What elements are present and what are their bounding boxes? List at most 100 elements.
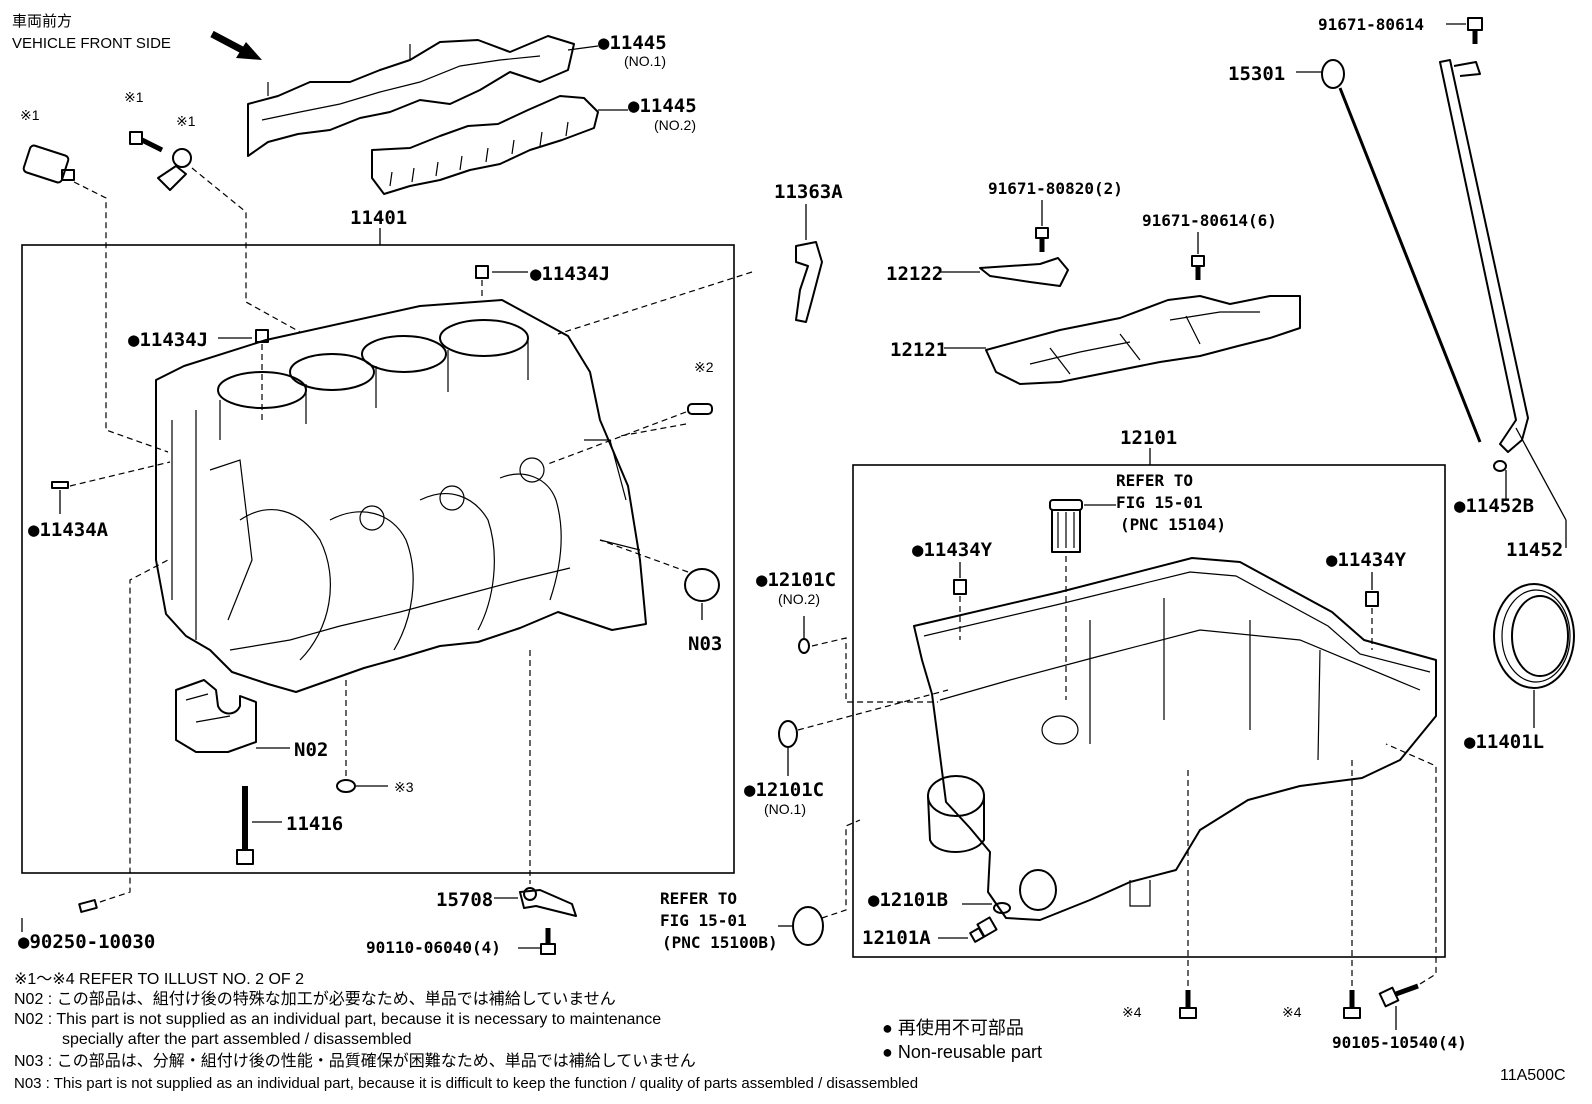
label-refer-b1: REFER TO — [660, 889, 737, 908]
label-90110-06040: 90110-06040(4) — [366, 938, 501, 957]
bolt-ref4-right[interactable] — [1343, 990, 1361, 1019]
dipstick-15301[interactable] — [1321, 59, 1482, 443]
oil-strainer-ref[interactable] — [1049, 499, 1083, 553]
bolt-11416[interactable] — [236, 786, 254, 865]
label-11445-no1-sub: (NO.1) — [624, 53, 666, 69]
note-line-1: ※1～※4 REFER TO ILLUST NO. 2 OF 2 — [14, 971, 304, 988]
o-ring-12101c-no1[interactable] — [778, 720, 798, 748]
oil-level-guide-11452[interactable] — [1439, 59, 1529, 453]
label-91671-80614: 91671-80614 — [1318, 15, 1424, 34]
label-11434a: ●11434A — [28, 519, 109, 541]
insulator-11445-no1[interactable] — [247, 35, 575, 157]
label-12101c-no2: ●12101C — [756, 569, 836, 591]
label-n03: N03 — [688, 633, 722, 655]
bracket-ref1[interactable] — [157, 148, 192, 191]
plug-11434y-right[interactable] — [1365, 591, 1379, 607]
label-ref1-c: ※1 — [20, 107, 40, 123]
bolt-90110-06040[interactable] — [540, 928, 556, 955]
label-11445-no2: ●11445 — [628, 95, 697, 117]
gasket-ref-15100b[interactable] — [792, 906, 824, 946]
label-ref1-b: ※1 — [176, 113, 196, 129]
label-12101c-no2-sub: (NO.2) — [778, 591, 820, 607]
o-ring-12101c-no2[interactable] — [798, 638, 810, 654]
label-12101c-no1: ●12101C — [744, 779, 824, 801]
dowel-ref2[interactable] — [687, 403, 713, 415]
label-11445-no2-sub: (NO.2) — [654, 117, 696, 133]
label-11416: 11416 — [286, 813, 343, 835]
label-11434j-left: ●11434J — [128, 329, 208, 351]
note-line-4: specially after the part assembled / dis… — [62, 1031, 412, 1048]
bolt-91671-80614[interactable] — [1467, 17, 1483, 44]
label-n02: N02 — [294, 739, 328, 761]
label-11401: 11401 — [350, 207, 407, 229]
label-refer-a3: (PNC 15104) — [1120, 515, 1226, 534]
label-90105-10540: 90105-10540(4) — [1332, 1033, 1467, 1052]
label-11363a: 11363A — [774, 181, 843, 203]
cylinder-block-11401[interactable] — [155, 299, 647, 693]
plug-11434j-top[interactable] — [475, 265, 489, 279]
label-12101b: ●12101B — [868, 889, 948, 911]
oil-seal-11401l[interactable] — [1493, 583, 1575, 689]
bracket-12122[interactable] — [979, 257, 1069, 287]
label-15708: 15708 — [436, 889, 493, 911]
label-90250-10030: ●90250-10030 — [18, 931, 155, 953]
pin-90250-10030[interactable] — [78, 899, 98, 913]
note-line-5: N03 : この部品は、分解・組付け後の性能・品質確保が困難なため、単品では補給… — [14, 1052, 696, 1070]
front-direction-arrow-icon — [210, 30, 262, 60]
label-11445-no1: ●11445 — [598, 32, 667, 54]
oil-pan-12101[interactable] — [913, 557, 1437, 921]
bolt-90105-10540[interactable] — [1378, 983, 1419, 1008]
note-line-6: N03 : This part is not supplied as an in… — [14, 1075, 918, 1092]
front-side-en: VEHICLE FRONT SIDE — [12, 35, 171, 52]
label-12101a: 12101A — [862, 927, 931, 949]
diagram-id: 11A500C — [1500, 1067, 1566, 1084]
bolt-91671-80820[interactable] — [1035, 227, 1049, 252]
label-refer-b2: FIG 15-01 — [660, 911, 747, 930]
bolt-91671-80614-6[interactable] — [1191, 255, 1205, 280]
cylinder-block-frame — [21, 244, 735, 874]
note-line-2: N02 : この部品は、組付け後の特殊な加工が必要なため、単品では補給していませ… — [14, 990, 616, 1008]
o-ring-11452b[interactable] — [1493, 460, 1507, 472]
bracket-11363a[interactable] — [795, 241, 823, 323]
plug-11434j-left[interactable] — [255, 329, 269, 343]
bolt-ref1[interactable] — [129, 131, 164, 153]
nut-ref3[interactable] — [336, 779, 356, 793]
label-12101: 12101 — [1120, 427, 1177, 449]
label-11401l: ●11401L — [1464, 731, 1544, 753]
label-15301: 15301 — [1228, 63, 1285, 85]
label-12101c-no1-sub: (NO.1) — [764, 801, 806, 817]
plug-11434y-left[interactable] — [953, 579, 967, 595]
label-11434y-right: ●11434Y — [1326, 549, 1407, 571]
label-11434y-left: ●11434Y — [912, 539, 993, 561]
bolt-ref4-left[interactable] — [1179, 990, 1197, 1019]
sensor-ref1[interactable] — [22, 144, 75, 184]
label-11452: 11452 — [1506, 539, 1563, 561]
label-91671-80614-6: 91671-80614(6) — [1142, 211, 1277, 230]
label-refer-a1: REFER TO — [1116, 471, 1193, 490]
legend-en: ● Non-reusable part — [882, 1042, 1042, 1062]
pin-11434a[interactable] — [51, 481, 69, 489]
legend-jp: ● 再使用不可部品 — [882, 1018, 1024, 1038]
oil-pan-frame — [852, 464, 1446, 958]
bearing-cap-n02[interactable] — [175, 679, 257, 753]
label-refer-b3: (PNC 15100B) — [662, 933, 778, 952]
plug-n03[interactable] — [684, 568, 720, 602]
drain-plug-12101a[interactable] — [969, 916, 998, 943]
label-ref1-a: ※1 — [124, 89, 144, 105]
label-11434j-top: ●11434J — [530, 263, 610, 285]
label-ref4-right: ※4 — [1282, 1004, 1302, 1020]
label-ref3: ※3 — [394, 779, 414, 795]
label-12122: 12122 — [886, 263, 943, 285]
note-line-3: N02 : This part is not supplied as an in… — [14, 1011, 661, 1028]
gasket-12101b[interactable] — [993, 902, 1011, 914]
baffle-plate-12121[interactable] — [985, 295, 1301, 385]
label-12121: 12121 — [890, 339, 947, 361]
label-ref4-left: ※4 — [1122, 1004, 1142, 1020]
label-ref2: ※2 — [694, 359, 714, 375]
oil-nozzle-15708[interactable] — [519, 887, 577, 917]
label-refer-a2: FIG 15-01 — [1116, 493, 1203, 512]
insulator-11445-no2[interactable] — [371, 95, 599, 195]
label-11452b: ●11452B — [1454, 495, 1534, 517]
